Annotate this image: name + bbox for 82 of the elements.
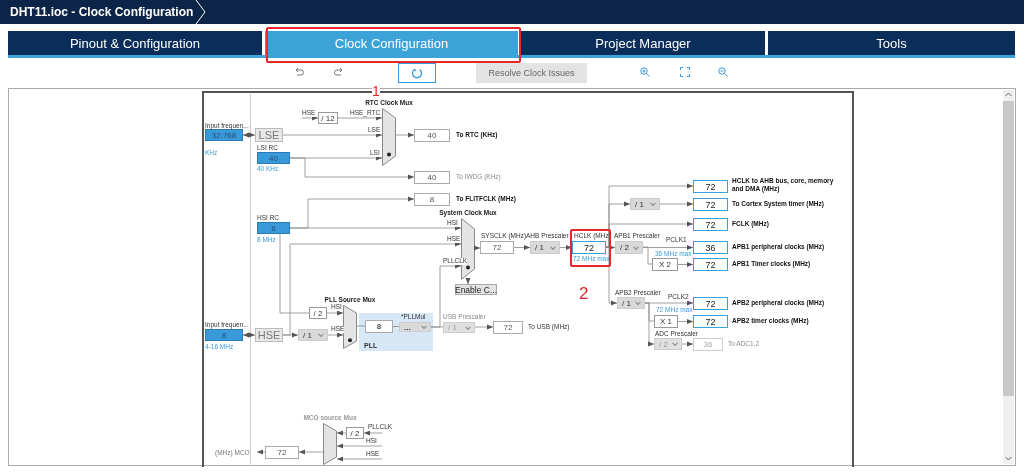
prescaler-dropdown [298, 329, 328, 341]
value-text: / 1 [635, 199, 644, 209]
value-text: 72 [705, 316, 716, 327]
connector-arrow [242, 132, 256, 138]
output-value-box [693, 180, 728, 193]
value-text: 40 [269, 153, 278, 163]
value-text: 36 [705, 242, 716, 253]
connector-arrow [242, 332, 256, 338]
output-value-box [693, 241, 728, 254]
value-text: 40 [427, 131, 437, 140]
connector-arrow [256, 449, 266, 455]
multiplier-box [346, 427, 364, 439]
value-box [693, 338, 723, 351]
frequency-input [257, 152, 290, 164]
value-text: / 1 [622, 298, 631, 308]
value-text: / 2 [313, 308, 323, 318]
prescaler-dropdown [630, 198, 660, 210]
value-text: 72 [705, 181, 716, 192]
prescaler-dropdown [443, 322, 475, 333]
multiplier-box [309, 307, 327, 319]
active-tab: Clock Configuration [265, 31, 518, 55]
value-text: 72 [705, 199, 716, 210]
multiplier-box [654, 315, 678, 328]
value-text: / 2 [620, 243, 629, 252]
value-text: X 1 [660, 317, 672, 326]
value-text: ... [404, 322, 411, 332]
value-text: / 1 [303, 330, 312, 340]
value-text: Enable C... [454, 284, 498, 295]
output-value-box [693, 198, 728, 211]
pll-panel [359, 313, 433, 351]
prescaler-dropdown [399, 322, 431, 332]
value-text: HSE [257, 329, 281, 341]
value-box [480, 241, 514, 254]
prescaler-dropdown [654, 338, 682, 350]
resolve-button: Resolve Clock Issues [476, 63, 587, 83]
value-text: / 12 [321, 113, 335, 123]
output-value-box [693, 297, 728, 310]
prescaler-dropdown [615, 241, 643, 254]
value-text: 8 [429, 195, 435, 204]
value-text: 32.768 [211, 130, 237, 140]
frequency-input [205, 129, 243, 141]
annotation-number: 1 [372, 84, 380, 98]
value-text: 36 [703, 340, 713, 349]
value-text: 72 [277, 448, 287, 457]
value-text: / 2 [350, 428, 360, 438]
value-text: LSE [258, 129, 280, 141]
tab: Tools [768, 31, 1015, 55]
annotation-number: 2 [579, 285, 589, 302]
value-text: / 2 [659, 339, 668, 349]
output-value-box [693, 218, 728, 231]
tab: Pinout & Configuration [8, 31, 262, 55]
connector-arrow [474, 245, 481, 251]
value-text: 72 [705, 219, 716, 230]
value-text: X 2 [659, 260, 671, 269]
value-text: 72 [705, 259, 716, 270]
value-text: 72 [503, 323, 513, 332]
window-title: DHT11.ioc - Clock Configuration [10, 5, 194, 19]
frequency-input [205, 329, 243, 341]
value-box [265, 446, 299, 459]
multiplier-box [652, 258, 678, 271]
connector-arrow [465, 278, 471, 285]
output-value-box [693, 315, 728, 328]
output-value-box [693, 258, 728, 271]
value-text: / 1 [448, 323, 457, 332]
value-box [365, 320, 393, 333]
value-text: 8 [271, 223, 276, 233]
value-text: 72 [705, 298, 716, 309]
value-box [493, 321, 523, 334]
prescaler-dropdown [617, 297, 645, 309]
value-text: 72 [584, 242, 594, 253]
value-text: 40 [427, 173, 437, 182]
value-box [414, 193, 450, 206]
output-value-box [572, 241, 606, 254]
tab: Project Manager [521, 31, 765, 55]
value-box [414, 129, 450, 142]
value-text: / 1 [535, 243, 544, 252]
value-text: 72 [492, 243, 502, 252]
prescaler-dropdown [530, 241, 560, 254]
frequency-input [257, 222, 290, 234]
value-box [414, 171, 450, 184]
value-text: 8 [376, 322, 382, 331]
value-text: 8 [221, 330, 227, 340]
